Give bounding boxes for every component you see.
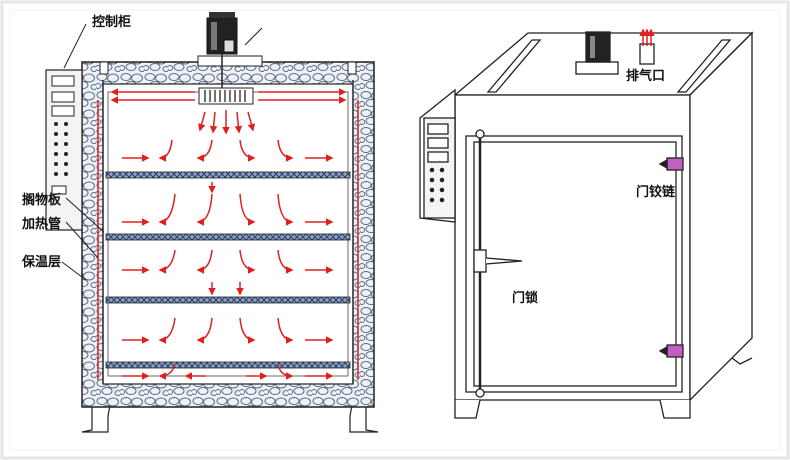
leader-heating [65, 221, 99, 259]
label-control-cabinet: 控制柜 [92, 14, 131, 30]
shelf-4 [105, 361, 351, 369]
door-frame [465, 135, 683, 393]
side-face [689, 31, 753, 402]
section-view: 控制柜 搁物板 加热管 保温层 [21, 12, 379, 433]
door-lock [473, 249, 487, 273]
tube-cap-left [99, 61, 109, 75]
exterior-view [419, 28, 754, 419]
top-motor-body [585, 31, 611, 63]
lock-rod-bottom [475, 388, 485, 398]
fan-blades [204, 90, 246, 102]
label-heating-tube: 加热管 [21, 216, 61, 232]
top-motor-base [575, 61, 619, 75]
front-left-leg [454, 399, 481, 419]
lock-rod-top [475, 129, 485, 139]
shelf-2 [105, 233, 351, 241]
right-leg [349, 404, 379, 433]
shelf-3 [105, 296, 351, 304]
front-face [454, 94, 691, 401]
door-lock-handle [485, 257, 523, 265]
motor-box [223, 39, 235, 53]
inner-frame [9, 9, 781, 451]
motor-leader [244, 27, 263, 46]
exterior-control-panel [423, 117, 456, 219]
label-insulation: 保温层 [21, 254, 61, 270]
label-exhaust-port: 排气口 [626, 68, 665, 84]
motor-highlight [211, 22, 217, 50]
leader-insulation [61, 261, 87, 281]
back-right-leg [731, 357, 753, 365]
front-right-leg [659, 399, 691, 419]
label-door-lock: 门锁 [512, 290, 538, 306]
exhaust-arrows [639, 28, 655, 46]
left-leg [81, 404, 111, 433]
control-panel [45, 69, 83, 231]
tube-cap-right [347, 61, 357, 75]
door-hinge-top [658, 157, 684, 171]
motor-cap [209, 12, 235, 18]
motor-base [197, 55, 263, 67]
leader-shelf [65, 197, 105, 233]
airflow-arrows [110, 88, 347, 380]
top-rail-left [486, 39, 542, 93]
door-hinge-bottom [658, 344, 684, 358]
label-shelf: 搁物板 [22, 192, 62, 208]
label-door-hinge: 门铰链 [636, 184, 676, 200]
exhaust-pipe [639, 43, 655, 65]
shelf-1 [105, 171, 351, 179]
top-rail-right [676, 39, 732, 93]
leader-control [63, 23, 87, 69]
